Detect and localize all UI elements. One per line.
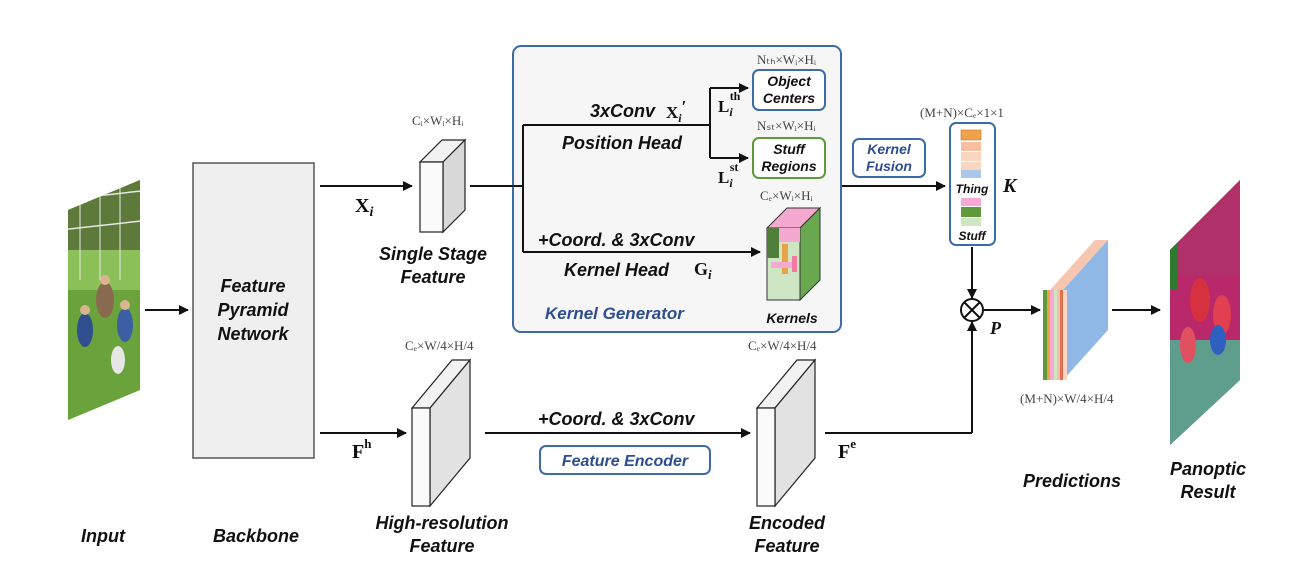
- stuff-label: Stuff: [958, 229, 986, 243]
- backbone-label: Backbone: [213, 526, 299, 546]
- fh-symbol: Fh: [352, 436, 372, 463]
- input-label: Input: [81, 526, 126, 546]
- fused-kernel-dim: (M+N)×Cₑ×1×1: [920, 105, 1004, 120]
- fpn-label-line1: Feature: [220, 276, 285, 296]
- fpn-box: [192, 162, 315, 459]
- coord-conv-kernel-label: +Coord. & 3xConv: [538, 230, 696, 250]
- panoptic-label-line1: Panoptic: [1170, 459, 1246, 479]
- l-th-symbol: Lith: [718, 89, 741, 119]
- kernel-fusion-label-line2: Fusion: [866, 158, 912, 174]
- kernel-generator-label: Kernel Generator: [545, 304, 685, 323]
- feature-encoder-label: Feature Encoder: [562, 453, 689, 470]
- xi-prime-symbol: Xi′: [666, 97, 686, 125]
- stuff-regions-label-line2: Regions: [761, 158, 816, 174]
- thing-kernels: [960, 129, 982, 178]
- three-conv-label: 3xConv: [590, 101, 656, 121]
- kernel-generator-box: [512, 45, 842, 333]
- predictions-dim: (M+N)×W/4×H/4: [1020, 391, 1114, 406]
- stuff-regions-box: [752, 137, 826, 179]
- feature-encoder-box: [539, 445, 711, 475]
- l-st-symbol: List: [718, 160, 738, 190]
- panoptic-label-line2: Result: [1180, 482, 1236, 502]
- single-stage-label-line2: Feature: [400, 267, 465, 287]
- high-res-label-line1: High-resolution: [376, 513, 509, 533]
- fpn-label-line2: Pyramid: [217, 300, 289, 320]
- object-centers-dim: Nₜₕ×Wᵢ×Hᵢ: [757, 52, 817, 67]
- kernel-fusion-label-line1: Kernel: [867, 141, 912, 157]
- xi-symbol: Xi: [355, 195, 373, 220]
- kernels-block: [765, 206, 822, 302]
- stuff-kernels: [961, 198, 981, 226]
- panoptic-result-image: [1170, 180, 1240, 445]
- kernel-fusion-box: [852, 138, 926, 178]
- position-head-label: Position Head: [562, 133, 683, 153]
- stuff-regions-dim: Nₛₜ×Wᵢ×Hᵢ: [757, 118, 817, 133]
- encoded-label-line2: Feature: [754, 536, 819, 556]
- gi-symbol: Gi: [694, 259, 712, 282]
- encoded-label-line1: Encoded: [749, 513, 826, 533]
- predictions-block: [1043, 240, 1108, 380]
- kernels-dim: Cₑ×Wᵢ×Hᵢ: [760, 188, 813, 203]
- high-res-dim: Cₑ×W/4×H/4: [405, 338, 474, 353]
- p-symbol: P: [989, 318, 1002, 338]
- object-centers-label-line1: Object: [767, 73, 812, 89]
- fe-symbol: Fe: [838, 436, 856, 463]
- high-res-feature-block: [410, 358, 472, 508]
- encoded-dim: Cₑ×W/4×H/4: [748, 338, 817, 353]
- kernel-head-label: Kernel Head: [564, 260, 670, 280]
- multiply-icon-stroke2: [963, 301, 981, 319]
- predictions-label: Predictions: [1023, 471, 1121, 491]
- object-centers-box: [752, 69, 826, 111]
- fpn-label-line3: Network: [217, 324, 289, 344]
- stuff-regions-label-line1: Stuff: [773, 141, 806, 157]
- input-image: [68, 180, 140, 420]
- high-res-label-line2: Feature: [409, 536, 474, 556]
- thing-label: Thing: [956, 182, 989, 196]
- coord-conv-encoder-label: +Coord. & 3xConv: [538, 409, 696, 429]
- k-symbol: K: [1002, 175, 1018, 197]
- single-stage-feature-block: [418, 138, 467, 234]
- single-stage-label-line1: Single Stage: [379, 244, 487, 264]
- single-stage-dim: Cᵢ×Wᵢ×Hᵢ: [412, 113, 464, 128]
- kernels-label: Kernels: [766, 310, 818, 326]
- object-centers-label-line2: Centers: [763, 90, 815, 106]
- encoded-feature-block: [755, 358, 817, 508]
